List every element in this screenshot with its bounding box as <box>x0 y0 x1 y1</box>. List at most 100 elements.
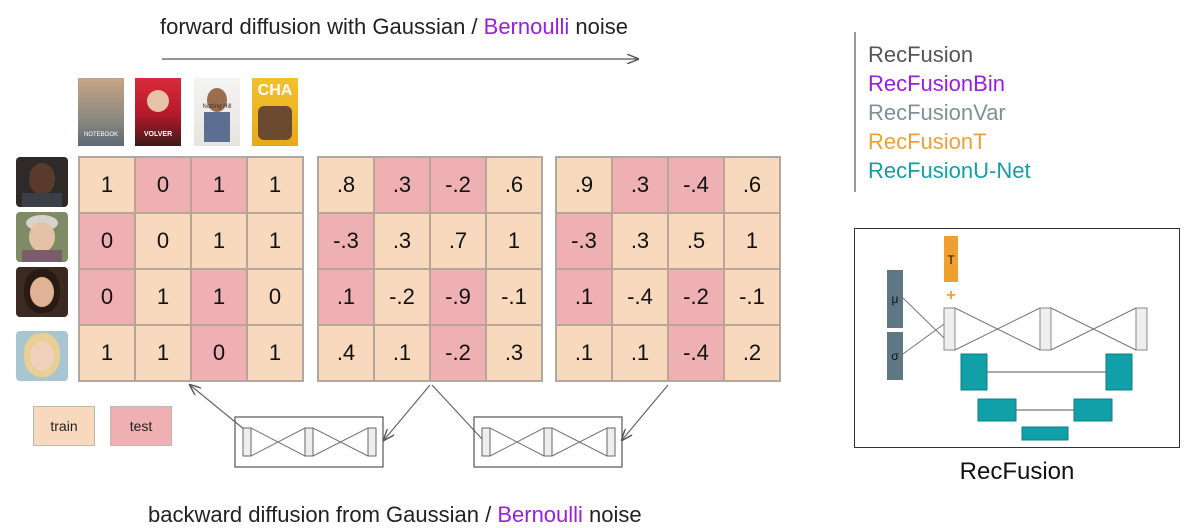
matrix-cell: .8 <box>318 157 374 213</box>
matrix-cell: .3 <box>612 213 668 269</box>
model-recfusionu-net: RecFusionU-Net <box>868 158 1031 183</box>
arch-t-block <box>944 236 958 282</box>
matrix-cell: 0 <box>79 213 135 269</box>
matrix-cell: -.4 <box>612 269 668 325</box>
architecture-box <box>854 228 1180 448</box>
matrix-cell: .1 <box>612 325 668 381</box>
forward-caption-suffix: noise <box>569 14 628 39</box>
matrix-cell: 1 <box>135 325 191 381</box>
matrix-cell: -.1 <box>486 269 542 325</box>
matrix-cell: .1 <box>556 269 612 325</box>
matrix-cell: .2 <box>724 325 780 381</box>
matrix-cell: .3 <box>374 157 430 213</box>
matrix-cell: .1 <box>556 325 612 381</box>
poster-notting-hill-title: Notting Hill <box>202 104 232 110</box>
matrix-cell: 1 <box>724 213 780 269</box>
backward-caption-prefix: backward diffusion from Gaussian / <box>148 502 498 527</box>
legend-test: test <box>110 406 172 446</box>
matrix-cell: .6 <box>724 157 780 213</box>
poster-cha: CHA <box>252 78 298 146</box>
arch-layer-3 <box>1135 307 1148 351</box>
arch-layer-1 <box>943 307 956 351</box>
poster-notebook: NOTEBOOK <box>78 78 124 146</box>
legend-train-label: train <box>50 418 78 434</box>
forward-caption: forward diffusion with Gaussian / Bernou… <box>160 14 628 40</box>
network-glyph-2 <box>473 416 623 468</box>
matrix-cell: -.2 <box>430 325 486 381</box>
arch-layer-2 <box>1039 307 1052 351</box>
arch-plus: + <box>946 287 955 304</box>
backward-caption-suffix: noise <box>582 502 642 527</box>
poster-notebook-title: NOTEBOOK <box>83 132 118 138</box>
poster-notting-hill: Notting Hill <box>194 78 240 146</box>
architecture-diagram: μ σ T + <box>887 236 1148 441</box>
matrix-cell: 1 <box>247 325 303 381</box>
unet-dec-2 <box>1073 398 1113 422</box>
avatar-user-3 <box>16 267 68 317</box>
matrix-cell: .3 <box>486 325 542 381</box>
matrix-cell: .1 <box>318 269 374 325</box>
arrow-to-matrix-binary <box>190 385 246 431</box>
arrow-from-matrix-noised <box>384 384 431 440</box>
architecture-title: RecFusion <box>959 458 1075 485</box>
arch-t-label: T <box>947 253 955 267</box>
matrix-cell: 1 <box>191 213 247 269</box>
avatar-user-4 <box>16 331 68 381</box>
arrow-to-matrix-noised-2 <box>431 384 484 441</box>
matrix-cell: .3 <box>374 213 430 269</box>
model-recfusionvar: RecFusionVar <box>868 100 1006 125</box>
matrix-cell: 1 <box>191 269 247 325</box>
matrix-cell: .1 <box>374 325 430 381</box>
forward-caption-highlight: Bernoulli <box>483 14 570 39</box>
matrix-cell: .6 <box>486 157 542 213</box>
matrix-cell: 1 <box>79 325 135 381</box>
matrix-cell: -.2 <box>430 157 486 213</box>
legend-train: train <box>33 406 95 446</box>
arch-sigma-block <box>887 332 903 380</box>
arch-mu-label: μ <box>892 292 899 306</box>
matrix-cell: 1 <box>191 157 247 213</box>
poster-volver: VOLVER <box>135 78 181 146</box>
model-recfusion: RecFusion <box>868 42 974 67</box>
matrix-cell: 1 <box>79 157 135 213</box>
unet-bottleneck <box>1021 426 1069 441</box>
poster-volver-title: VOLVER <box>143 131 173 138</box>
matrix-cell: 1 <box>247 213 303 269</box>
unet-dec-1 <box>1105 353 1133 391</box>
matrix-cell: .3 <box>612 157 668 213</box>
matrix-cell: 1 <box>486 213 542 269</box>
matrix-cell: -.3 <box>318 213 374 269</box>
matrix-cell: 0 <box>247 269 303 325</box>
matrix-cell: 0 <box>135 157 191 213</box>
matrix-cell: -.2 <box>374 269 430 325</box>
matrix-cell: .7 <box>430 213 486 269</box>
forward-caption-prefix: forward diffusion with Gaussian / <box>160 14 484 39</box>
matrix-cell: 0 <box>79 269 135 325</box>
matrix-cell: .4 <box>318 325 374 381</box>
legend-test-label: test <box>129 418 153 434</box>
unet-enc-1 <box>960 353 988 391</box>
arch-sigma-label: σ <box>891 349 899 363</box>
matrix-cell: -.4 <box>668 325 724 381</box>
matrix-cell: -.4 <box>668 157 724 213</box>
matrix-cell: 0 <box>135 213 191 269</box>
matrix-cell: 0 <box>191 325 247 381</box>
matrix-cell: 1 <box>247 157 303 213</box>
matrix-cell: -.3 <box>556 213 612 269</box>
matrix-cell: -.1 <box>724 269 780 325</box>
matrix-cell: .5 <box>668 213 724 269</box>
arch-mu-block <box>887 270 903 328</box>
network-glyph-1 <box>234 416 384 468</box>
model-legend: RecFusion RecFusionBin RecFusionVar RecF… <box>868 40 1031 185</box>
matrix-cell: 1 <box>135 269 191 325</box>
arrow-from-matrix-denoised <box>622 384 669 440</box>
avatar-user-2 <box>16 212 68 262</box>
matrix-cell: .9 <box>556 157 612 213</box>
backward-caption: backward diffusion from Gaussian / Berno… <box>148 502 642 528</box>
model-recfusiont: RecFusionT <box>868 129 987 154</box>
backward-caption-highlight: Bernoulli <box>497 502 583 527</box>
